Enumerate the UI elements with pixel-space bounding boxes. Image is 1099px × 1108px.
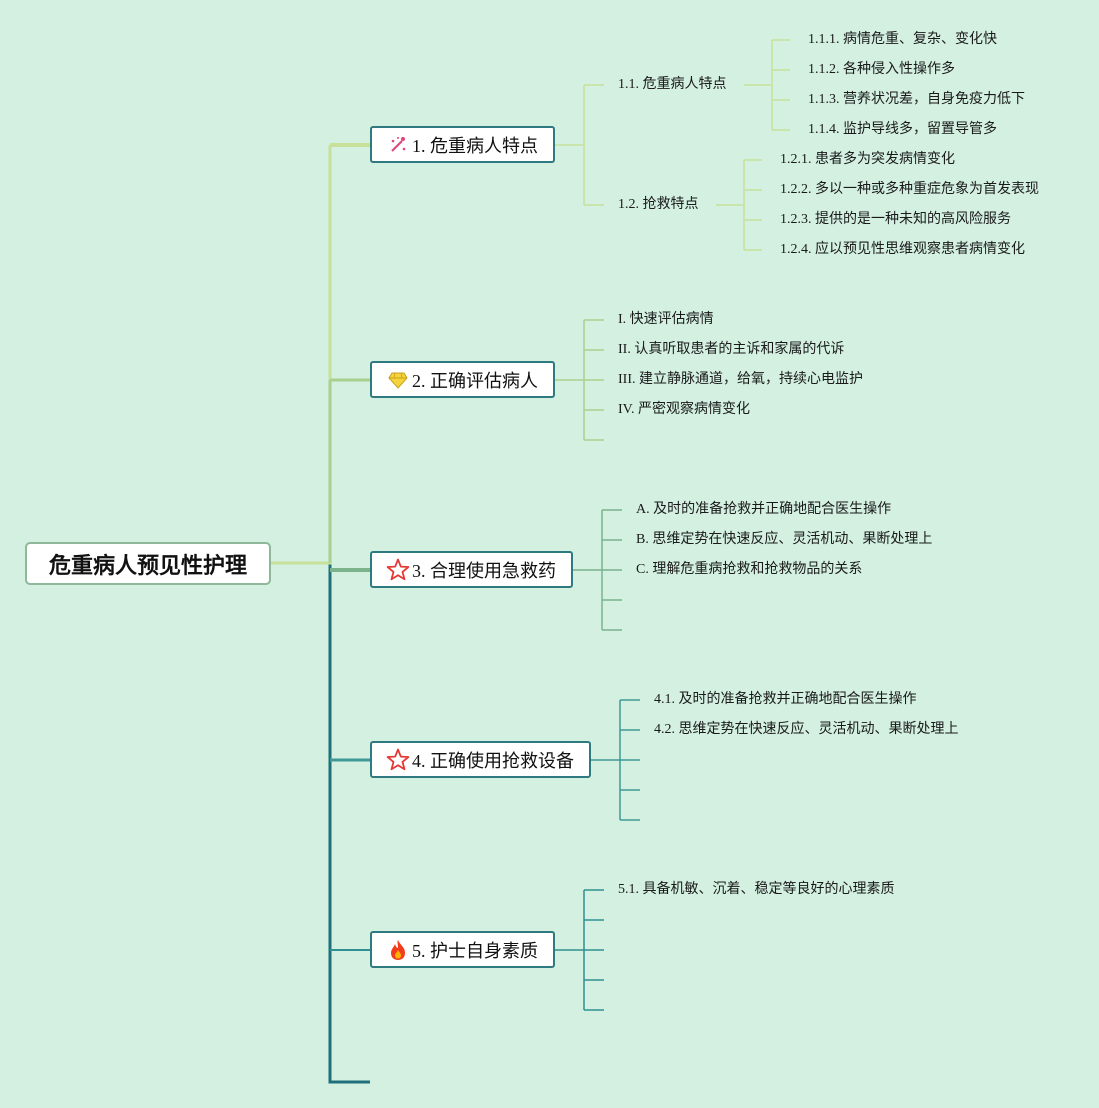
leaf-node[interactable]: 1.1.1. 病情危重、复杂、变化快 xyxy=(808,32,997,47)
leaf-node[interactable]: 1.2.2. 多以一种或多种重症危象为首发表现 xyxy=(780,182,1039,197)
branch-node-3[interactable]: 3. 合理使用急救药 xyxy=(370,551,573,588)
subtopic-node[interactable]: 1.2. 抢救特点 xyxy=(618,197,699,212)
branch-node-2[interactable]: 2. 正确评估病人 xyxy=(370,361,555,398)
leaf-node[interactable]: 1.2.1. 患者多为突发病情变化 xyxy=(780,152,955,167)
branch-3-links xyxy=(572,509,622,631)
branch-label: 2. 正确评估病人 xyxy=(412,370,538,391)
diamond-icon xyxy=(386,368,410,392)
leaf-node[interactable]: C. 理解危重病抢救和抢救物品的关系 xyxy=(636,562,863,577)
branch-node-4[interactable]: 4. 正确使用抢救设备 xyxy=(370,741,591,778)
leaf-node[interactable]: 1.1.4. 监护导线多，留置导管多 xyxy=(808,122,997,137)
root-title: 危重病人预见性护理 xyxy=(48,553,247,579)
branch-node-1[interactable]: 1. 危重病人特点 xyxy=(370,126,555,163)
branch-label: 5. 护士自身素质 xyxy=(412,940,538,961)
sparkle-icon xyxy=(386,133,410,157)
leaf-node[interactable]: III. 建立静脉通道，给氧，持续心电监护 xyxy=(618,372,863,387)
leaf-node[interactable]: 1.2.3. 提供的是一种未知的高风险服务 xyxy=(780,212,1011,227)
branch-4-links xyxy=(590,699,640,821)
leaf-node[interactable]: I. 快速评估病情 xyxy=(618,312,714,327)
leaf-node[interactable]: 4.2. 思维定势在快速反应、灵活机动、果断处理上 xyxy=(654,722,959,737)
leaf-node[interactable]: 1.1.2. 各种侵入性操作多 xyxy=(808,62,955,77)
branch-label: 4. 正确使用抢救设备 xyxy=(412,750,574,771)
branch-1-links xyxy=(554,39,790,251)
leaf-node[interactable]: 5.1. 具备机敏、沉着、稳定等良好的心理素质 xyxy=(618,882,895,897)
subtopic-node[interactable]: 1.1. 危重病人特点 xyxy=(618,77,727,92)
trunk-upper xyxy=(271,145,332,565)
leaf-node[interactable]: 1.2.4. 应以预见性思维观察患者病情变化 xyxy=(780,242,1025,257)
branch-2-links xyxy=(554,319,604,441)
leaf-node[interactable]: A. 及时的准备抢救并正确地配合医生操作 xyxy=(636,502,892,517)
star-icon xyxy=(386,748,410,772)
branch-5-links xyxy=(554,889,604,1011)
leaf-node[interactable]: 1.1.3. 营养状况差，自身免疫力低下 xyxy=(808,92,1025,107)
leaf-node[interactable]: B. 思维定势在快速反应、灵活机动、果断处理上 xyxy=(636,532,933,547)
star-icon xyxy=(386,558,410,582)
branch-node-5[interactable]: 5. 护士自身素质 xyxy=(370,931,555,968)
leaf-node[interactable]: II. 认真听取患者的主诉和家属的代诉 xyxy=(618,342,845,357)
branch-label: 1. 危重病人特点 xyxy=(412,135,538,156)
trunk-lower xyxy=(271,561,370,1084)
flame-icon xyxy=(386,938,410,962)
leaf-node[interactable]: IV. 严密观察病情变化 xyxy=(618,402,750,417)
branch-label: 3. 合理使用急救药 xyxy=(412,560,556,581)
root-node[interactable]: 危重病人预见性护理 xyxy=(25,542,271,585)
leaf-node[interactable]: 4.1. 及时的准备抢救并正确地配合医生操作 xyxy=(654,692,917,707)
